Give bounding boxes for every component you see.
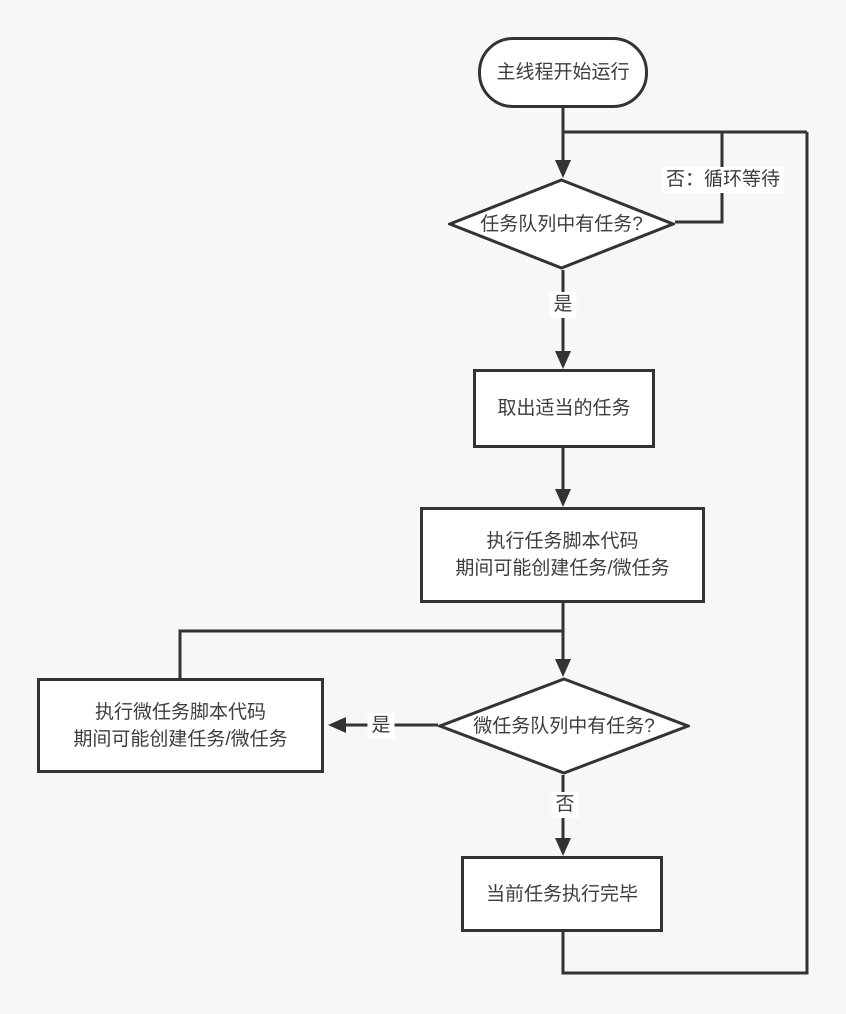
decision-task-queue: 任务队列中有任务? — [448, 178, 675, 270]
arrowhead-into-task-done — [555, 838, 571, 856]
arrowhead-into-exec-task — [555, 489, 571, 507]
process-exec-task-line1: 执行任务脚本代码 — [486, 531, 639, 552]
decision-microtask-queue-label: 微任务队列中有任务? — [473, 715, 655, 737]
connector-no-loop-wait — [675, 132, 724, 224]
process-task-done: 当前任务执行完毕 — [461, 856, 663, 932]
edge-label-no-loop-wait: 否：循环等待 — [661, 167, 785, 193]
diamond-shape — [438, 677, 690, 775]
start-node: 主线程开始运行 — [478, 37, 648, 108]
process-exec-microtask-line1: 执行微任务脚本代码 — [94, 701, 266, 723]
process-exec-task-line2: 期间可能创建任务/微任务 — [455, 558, 670, 579]
edge-label-yes-fetch: 是 — [549, 292, 577, 318]
process-exec-microtask-line2: 期间可能创建任务/微任务 — [73, 728, 288, 750]
arrowhead-into-exec-microtask — [328, 717, 346, 733]
arrowhead-into-decision1 — [555, 160, 571, 178]
start-node-label: 主线程开始运行 — [496, 62, 630, 83]
process-task-done-label: 当前任务执行完毕 — [485, 883, 638, 905]
edge-label-yes-microtask: 是 — [367, 713, 395, 739]
connector-main-loopback — [561, 132, 809, 975]
process-fetch-task-label: 取出适当的任务 — [497, 398, 631, 419]
process-exec-microtask: 执行微任务脚本代码 期间可能创建任务/微任务 — [37, 678, 324, 773]
connector-microtask-loopback — [178, 629, 563, 678]
process-fetch-task: 取出适当的任务 — [473, 369, 655, 448]
diamond-shape — [448, 178, 675, 270]
process-exec-task: 执行任务脚本代码 期间可能创建任务/微任务 — [420, 507, 705, 603]
edge-label-no-done: 否 — [551, 792, 579, 818]
arrowhead-into-decision2 — [555, 659, 571, 677]
decision-task-queue-label: 任务队列中有任务? — [480, 213, 643, 235]
decision-microtask-queue: 微任务队列中有任务? — [438, 677, 690, 775]
arrowhead-into-fetch-task — [555, 351, 571, 369]
